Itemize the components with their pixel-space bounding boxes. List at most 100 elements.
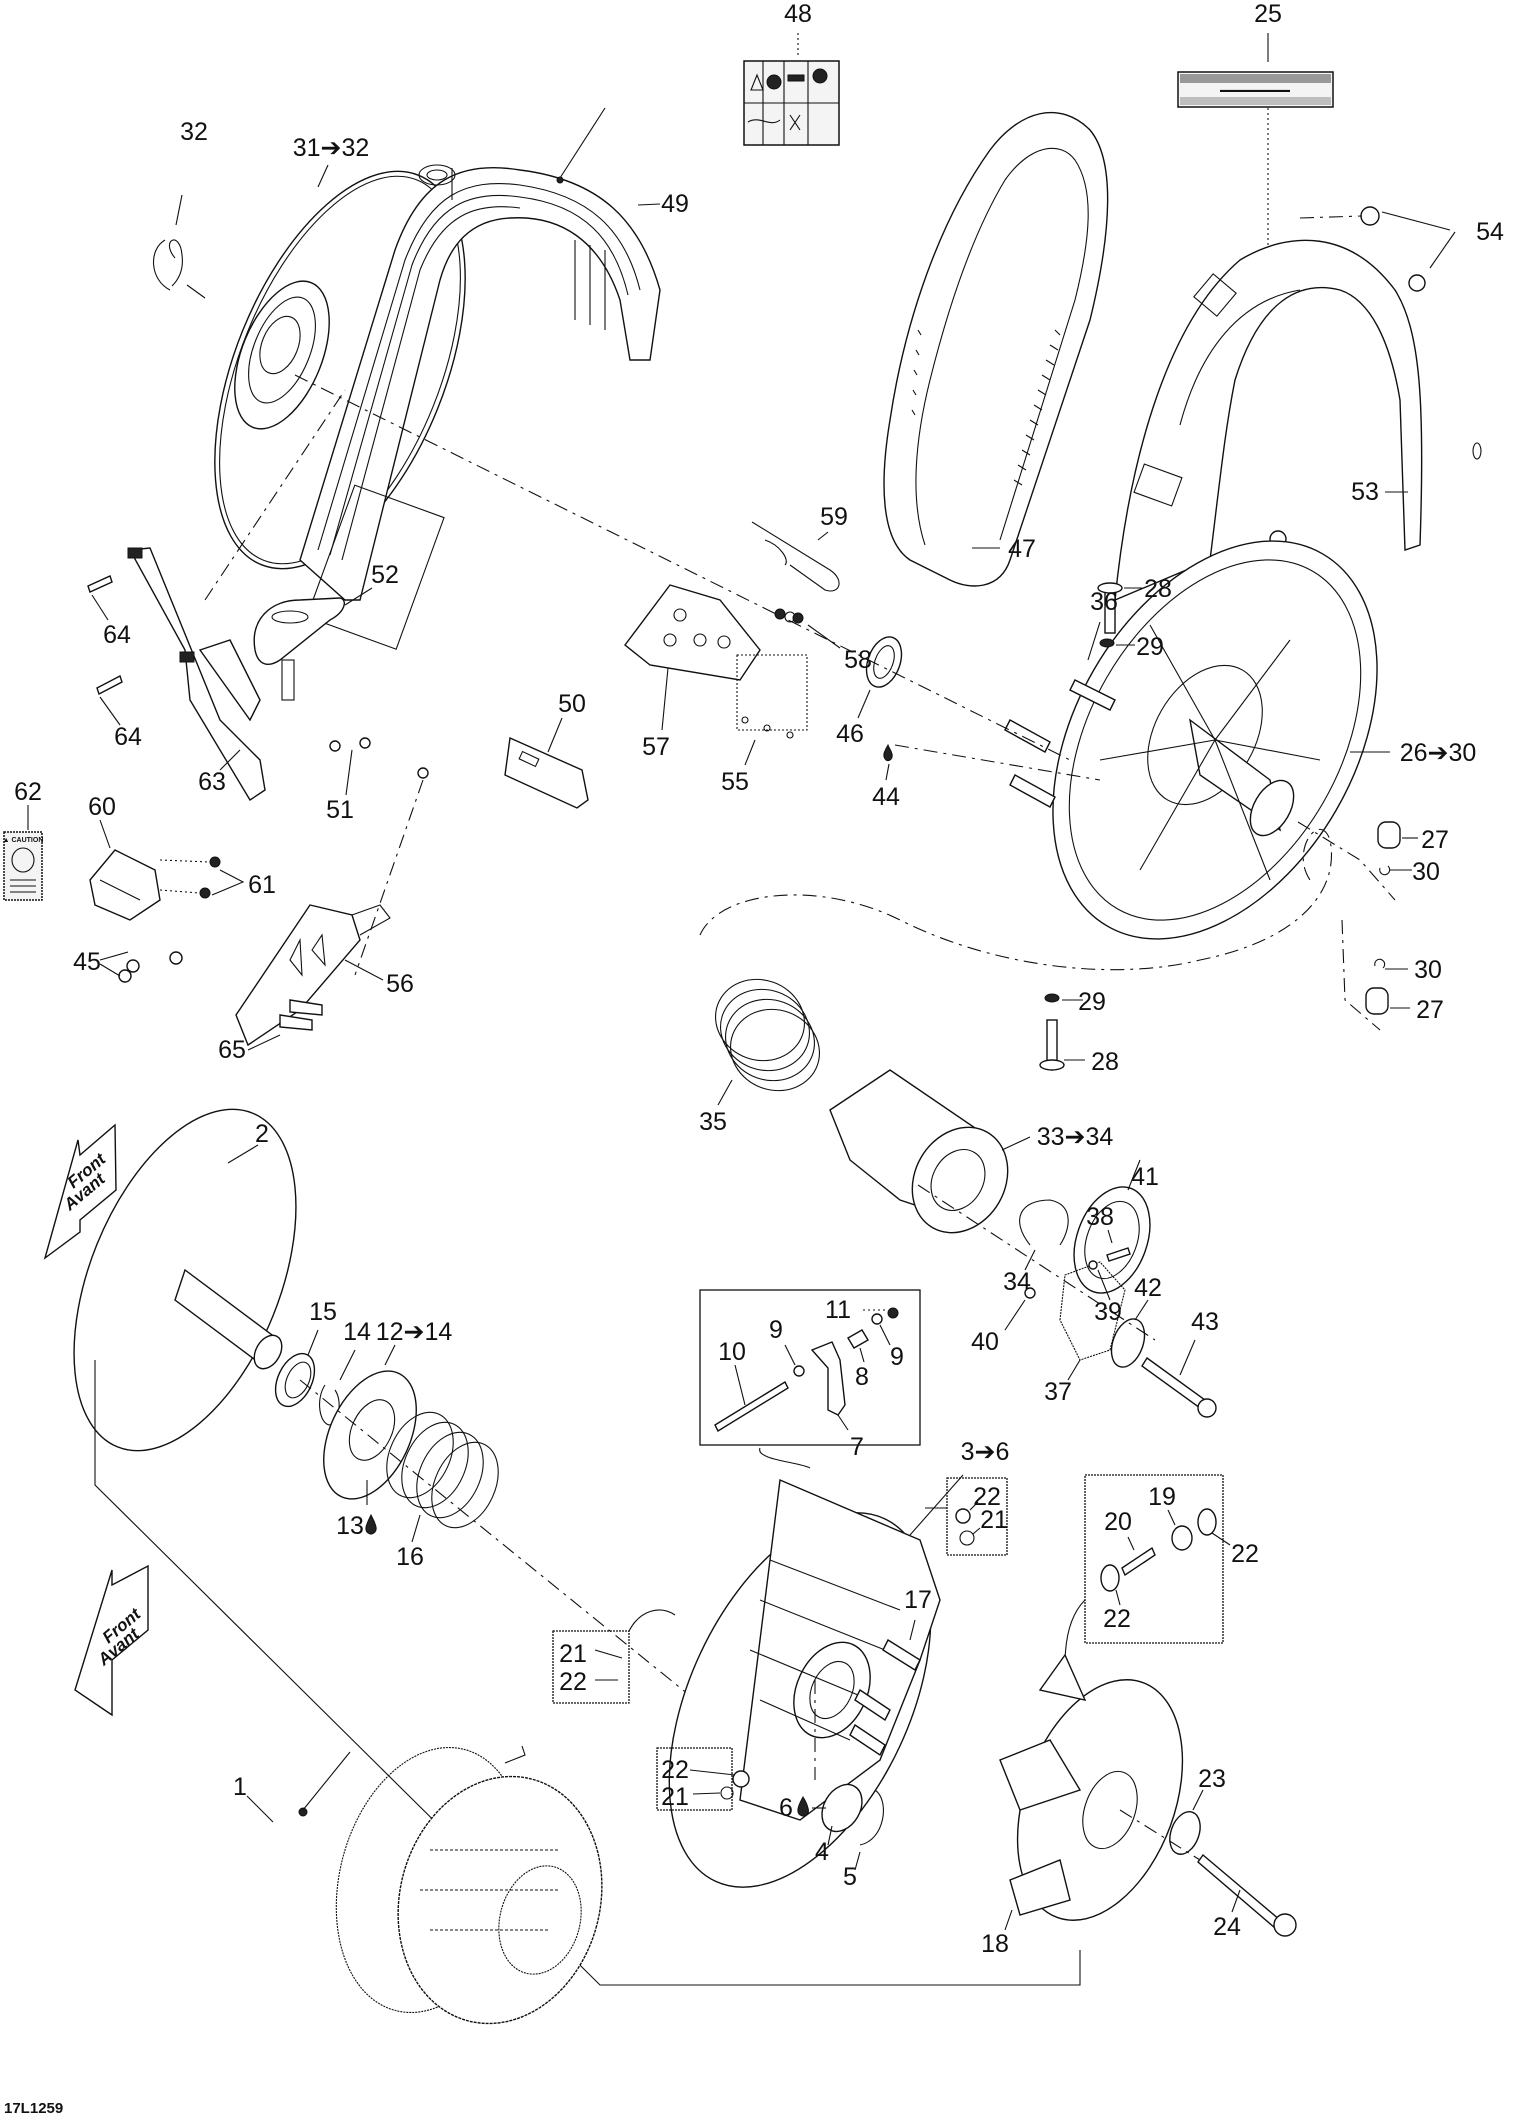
part-22-washer-a[interactable] xyxy=(1100,1564,1120,1592)
decal-25-caution-label: ▬▬▬▬▬▬▬▬▬▬ xyxy=(1177,71,1334,108)
part-46-washer[interactable] xyxy=(860,632,908,692)
callout-2: 2 xyxy=(255,1120,269,1148)
callout-64a: 64 xyxy=(103,621,131,649)
part-19-roller[interactable] xyxy=(1171,1525,1193,1551)
callout-9a: 9 xyxy=(769,1316,783,1344)
part-15-bushing[interactable] xyxy=(268,1347,322,1412)
callout-7: 7 xyxy=(850,1433,864,1461)
part-8-roller[interactable] xyxy=(847,1329,869,1349)
part-42-washer[interactable] xyxy=(1105,1314,1150,1371)
part-49-belt-guard-support[interactable] xyxy=(299,164,661,650)
callout-52: 52 xyxy=(371,561,399,589)
part-17-screws[interactable] xyxy=(849,1638,921,1757)
oil-drop-icon-6 xyxy=(797,1796,809,1817)
decal-48-safety-pictograms xyxy=(743,60,840,146)
part-29-washers[interactable] xyxy=(1044,638,1115,1003)
callout-35: 35 xyxy=(699,1108,727,1136)
part-22-washer-b[interactable] xyxy=(1197,1508,1217,1536)
part-40-nut[interactable] xyxy=(1024,1287,1036,1299)
part-28-screws[interactable] xyxy=(1039,582,1123,1071)
part-60-pad[interactable] xyxy=(89,849,161,921)
callout-3-6: 3➔6 xyxy=(961,1438,1010,1466)
decal-62-caution: ▲ CAUTION xyxy=(3,831,43,901)
part-34-circlip[interactable] xyxy=(1019,1199,1069,1246)
callout-17: 17 xyxy=(904,1586,932,1614)
part-12-spring-cup[interactable] xyxy=(305,1356,435,1513)
part-9-washers[interactable] xyxy=(793,1313,883,1377)
callout-1: 1 xyxy=(233,1773,247,1801)
part-23-washer[interactable] xyxy=(1164,1808,1205,1859)
part-33-cam[interactable] xyxy=(829,1069,1026,1250)
callout-16: 16 xyxy=(396,1543,424,1571)
part-16-spring[interactable] xyxy=(374,1402,511,1539)
kit-box-21-22-a xyxy=(946,1477,1008,1556)
callout-44: 44 xyxy=(872,783,900,811)
part-59-hairpin[interactable] xyxy=(751,521,840,592)
part-1-drive-pulley-assembly[interactable] xyxy=(308,1726,629,2046)
callout-40: 40 xyxy=(971,1328,999,1356)
part-53-belt-guard[interactable] xyxy=(1114,239,1423,602)
part-3-movable-sheave[interactable] xyxy=(616,1472,984,1927)
part-27-sliders[interactable] xyxy=(1365,821,1401,1015)
part-57-bracket[interactable] xyxy=(624,584,761,681)
part-35-spring[interactable] xyxy=(704,967,831,1103)
callout-62: 62 xyxy=(14,778,42,806)
part-56-hinge-bracket[interactable] xyxy=(235,904,391,1047)
part-10-pin[interactable] xyxy=(714,1381,789,1432)
part-39-washer[interactable] xyxy=(1088,1260,1098,1270)
callout-51: 51 xyxy=(326,796,354,824)
callout-65: 65 xyxy=(218,1036,246,1064)
part-38-screw[interactable] xyxy=(1106,1247,1131,1262)
callout-39: 39 xyxy=(1094,1298,1122,1326)
part-2-fixed-sheave[interactable] xyxy=(29,1078,340,1483)
callout-5: 5 xyxy=(843,1863,857,1891)
part-26-driven-pulley[interactable] xyxy=(986,484,1443,996)
oil-drop-icon-13 xyxy=(365,1513,377,1535)
callout-57: 57 xyxy=(642,733,670,761)
callout-18: 18 xyxy=(981,1930,1009,1958)
callout-24: 24 xyxy=(1213,1913,1241,1941)
part-5-circlip[interactable] xyxy=(859,1789,884,1846)
callout-60: 60 xyxy=(88,793,116,821)
callout-22d: 22 xyxy=(1103,1605,1131,1633)
part-65-bolts[interactable] xyxy=(279,999,323,1031)
callout-12-14: 12➔14 xyxy=(376,1318,453,1346)
callout-53: 53 xyxy=(1351,478,1379,506)
callout-47: 47 xyxy=(1008,535,1036,563)
part-58-nuts[interactable] xyxy=(774,608,804,624)
callout-21b: 21 xyxy=(559,1640,587,1668)
part-11-nut[interactable] xyxy=(887,1307,899,1319)
part-61-nuts[interactable] xyxy=(199,856,221,899)
callout-33-34: 33➔34 xyxy=(1037,1123,1114,1151)
callout-50: 50 xyxy=(558,690,586,718)
callout-30a: 30 xyxy=(1412,858,1440,886)
part-45-rivets[interactable] xyxy=(118,951,183,983)
callout-25: 25 xyxy=(1254,0,1282,28)
callout-21a: 21 xyxy=(980,1506,1008,1534)
part-47-drive-belt[interactable] xyxy=(883,111,1109,587)
part-36-screws[interactable] xyxy=(1004,679,1116,808)
callout-10: 10 xyxy=(718,1338,746,1366)
svg-text:▬▬▬▬▬▬▬▬▬▬: ▬▬▬▬▬▬▬▬▬▬ xyxy=(1220,87,1290,94)
part-55-hinge[interactable] xyxy=(736,654,808,739)
part-52-bumper[interactable] xyxy=(253,597,345,666)
part-50-plate[interactable] xyxy=(504,736,589,809)
part-7-lever[interactable] xyxy=(810,1341,846,1416)
callout-54: 54 xyxy=(1476,218,1504,246)
part-32-circlip[interactable] xyxy=(152,239,183,291)
callout-43: 43 xyxy=(1191,1308,1219,1336)
part-43-bolt[interactable] xyxy=(1141,1356,1217,1418)
part-20-pin[interactable] xyxy=(1121,1546,1156,1577)
part-63-bracket-assembly[interactable] xyxy=(127,547,295,801)
callout-42: 42 xyxy=(1134,1274,1162,1302)
part-4-bushing[interactable] xyxy=(814,1777,870,1838)
kit-box-7-11 xyxy=(699,1289,921,1446)
part-14-circlip[interactable] xyxy=(319,1384,340,1426)
part-64-bolts[interactable] xyxy=(87,575,123,696)
callout-29b: 29 xyxy=(1078,988,1106,1016)
part-51-nuts[interactable] xyxy=(329,737,429,779)
part-30-clips[interactable] xyxy=(1374,865,1391,969)
part-18-spider[interactable] xyxy=(987,1653,1213,1943)
callout-63: 63 xyxy=(198,768,226,796)
